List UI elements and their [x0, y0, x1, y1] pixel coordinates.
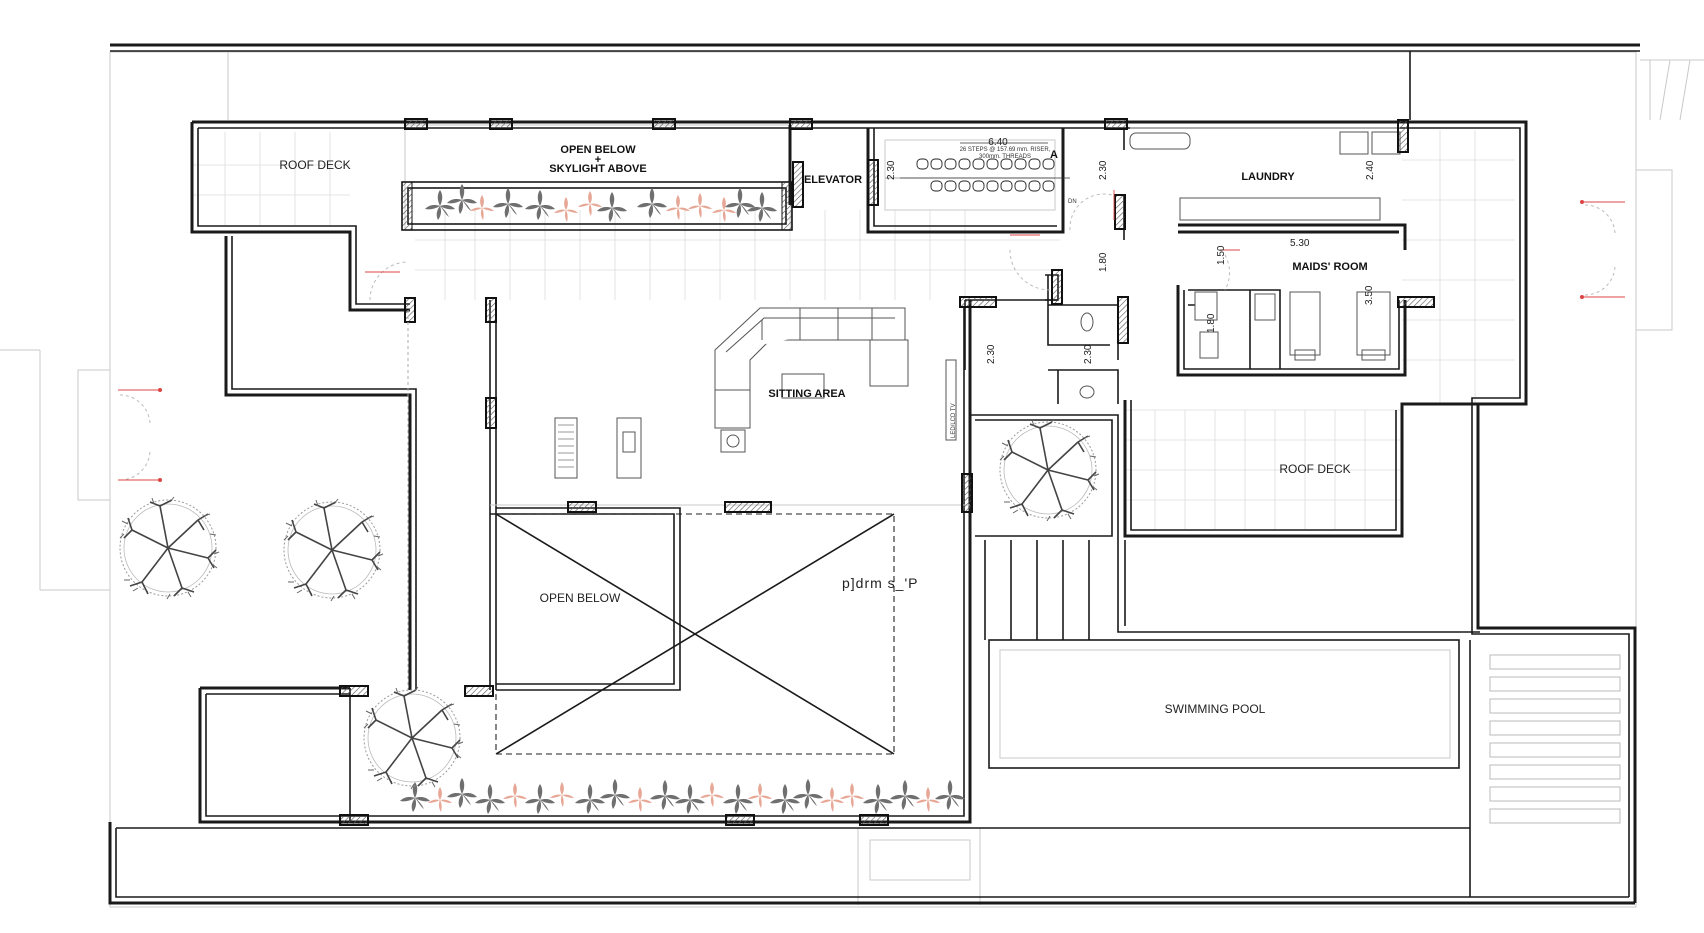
- stair-direction: DN: [1068, 199, 1077, 205]
- label-open-below-skylight: OPEN BELOW: [560, 144, 636, 156]
- dim-maids-bath: 1.80: [1206, 313, 1217, 333]
- dim-maids-width: 5.30: [1290, 238, 1310, 249]
- sitting-area-furniture: [554, 307, 957, 479]
- skylight-block: [401, 124, 793, 231]
- label-laundry: LAUNDRY: [1241, 171, 1295, 183]
- label-elevator: ELEVATOR: [804, 174, 862, 186]
- louvre-panel: [1489, 654, 1621, 824]
- label-sitting-area: SITTING AREA: [768, 388, 845, 400]
- site-surroundings: [0, 51, 1704, 908]
- stair-length: 6.40: [988, 137, 1008, 148]
- stair-steps-note: 26 STEPS @ 157.69 mm. RISER,: [960, 147, 1051, 153]
- label-maids-room: MAIDS' ROOM: [1292, 261, 1367, 273]
- label-led-tv: LED/LCD TV: [951, 403, 957, 438]
- stair-threads-note: 300mm. THREADS: [979, 154, 1031, 160]
- planter-bottom: [400, 778, 965, 814]
- stair-section-mark: A: [1050, 149, 1058, 161]
- dim-laundry-height: 2.40: [1365, 160, 1376, 180]
- label-garbled: p]drm s_'P: [842, 575, 918, 591]
- dim-bath-left: 2.30: [986, 344, 997, 364]
- label-roof-deck-right: ROOF DECK: [1279, 462, 1350, 476]
- deck-grid: [192, 130, 1515, 530]
- label-roof-deck-left: ROOF DECK: [279, 158, 350, 172]
- columns: [339, 118, 1435, 826]
- label-skylight-above: SKYLIGHT ABOVE: [549, 163, 646, 175]
- dim-maids-left: 1.50: [1216, 245, 1227, 265]
- planter-skylight: [425, 184, 777, 222]
- dim-stair-right: 2.30: [1098, 160, 1109, 180]
- dim-maids-height: 3.50: [1364, 285, 1375, 305]
- dim-corridor: 1.80: [1098, 252, 1109, 272]
- label-skylight-plus: +: [595, 154, 601, 166]
- dim-elevator-left: 2.30: [886, 160, 897, 180]
- label-swimming-pool: SWIMMING POOL: [1165, 702, 1266, 716]
- dim-bath-right: 2.30: [1083, 344, 1094, 364]
- dimension-labels: 2.30 2.30 2.40 5.30 1.50 3.50 1.80 2.30 …: [886, 160, 1376, 364]
- void-outline: [407, 310, 895, 755]
- bathroom-fixtures: [1079, 291, 1391, 399]
- doors: [118, 190, 1625, 482]
- stair: [884, 139, 1070, 211]
- room-labels: ROOF DECK OPEN BELOW + SKYLIGHT ABOVE EL…: [279, 144, 1367, 716]
- label-open-below: OPEN BELOW: [540, 591, 621, 605]
- stair-notes: 6.40 26 STEPS @ 157.69 mm. RISER, 300mm.…: [960, 137, 1077, 205]
